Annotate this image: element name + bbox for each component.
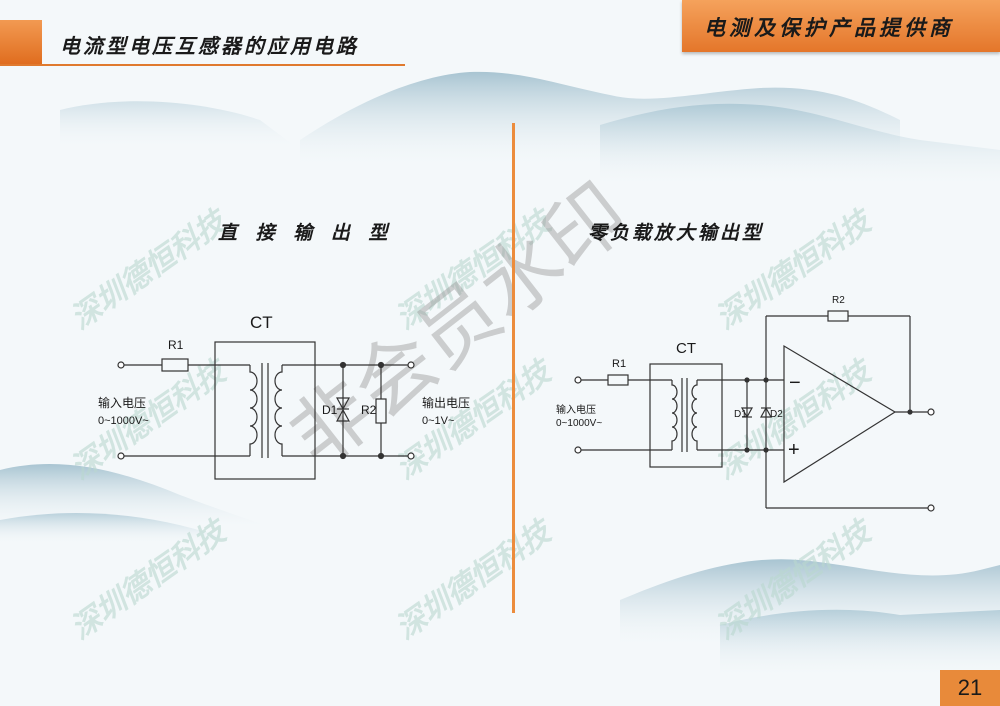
output-range: 0~1V~ <box>422 415 454 427</box>
ct-label: CT <box>676 340 696 357</box>
diode-d2 <box>759 406 773 418</box>
d1-label: D1 <box>322 403 338 417</box>
d2-label: D2 <box>770 409 783 420</box>
output-terminal <box>927 408 935 416</box>
title-bar: 电流型电压互感器的应用电路 <box>0 20 405 66</box>
ct-box <box>649 363 723 468</box>
output-terminal <box>927 504 935 512</box>
brand-banner: 电测及保护产品提供商 <box>682 0 1000 52</box>
r1-label: R1 <box>168 338 184 352</box>
r2-label: R2 <box>361 403 377 417</box>
diode-d1 <box>740 407 754 419</box>
left-subtitle: 直 接 输 出 型 <box>218 222 394 244</box>
input-terminal <box>117 361 125 369</box>
page-number: 21 <box>940 670 1000 706</box>
ct-label: CT <box>250 313 273 332</box>
op-amp-plus: + <box>788 439 800 461</box>
input-label: 输入电压 <box>98 395 146 410</box>
resistor-r2 <box>827 310 849 322</box>
op-amp-minus: − <box>789 372 801 394</box>
title-tab <box>0 20 42 64</box>
right-subtitle: 零负载放大输出型 <box>588 222 765 244</box>
resistor-r2 <box>375 398 387 424</box>
input-terminal <box>574 446 582 454</box>
input-range: 0~1000V~ <box>98 415 149 427</box>
center-divider <box>512 123 515 613</box>
left-circuit <box>117 341 415 480</box>
ct-box <box>214 341 316 480</box>
output-terminal <box>407 452 415 460</box>
resistor-r1 <box>161 358 189 372</box>
page-title: 电流型电压互感器的应用电路 <box>60 34 359 58</box>
r1-label: R1 <box>612 358 626 370</box>
d1-label: D1 <box>734 409 747 420</box>
input-label: 输入电压 <box>556 403 596 416</box>
resistor-r1 <box>607 374 629 386</box>
secondary-coil <box>274 365 283 456</box>
diode-d1 <box>335 397 351 411</box>
input-range: 0~1000V~ <box>556 418 602 429</box>
right-circuit <box>574 310 935 512</box>
output-terminal <box>407 361 415 369</box>
input-terminal <box>574 376 582 384</box>
op-amp <box>783 344 897 484</box>
input-terminal <box>117 452 125 460</box>
secondary-coil <box>691 380 698 450</box>
r2-label: R2 <box>832 295 845 306</box>
output-label: 输出电压 <box>422 395 470 410</box>
primary-coil <box>671 380 678 450</box>
brand-text: 电测及保护产品提供商 <box>704 15 954 40</box>
primary-coil <box>249 365 258 456</box>
